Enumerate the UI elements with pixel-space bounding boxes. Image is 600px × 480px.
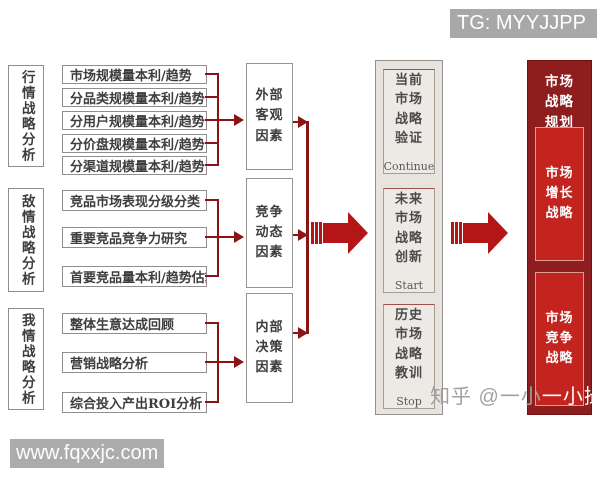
redbox-growth: 市场增长战略 xyxy=(535,127,584,261)
connector-line xyxy=(205,73,219,75)
connector-line xyxy=(205,164,219,166)
site-watermark: www.fqxxjc.com xyxy=(10,439,164,468)
group1-item: 分用户规模量本利/趋势 xyxy=(62,111,207,130)
block-arrow-icon xyxy=(311,212,368,254)
arrowhead-icon xyxy=(234,114,244,126)
arrow-stripe xyxy=(315,222,318,244)
zhihu-watermark: 知乎 @一小一小撮 xyxy=(430,380,600,409)
group3-item: 营销战略分析 xyxy=(62,352,207,373)
strategy-validation-column: 当前市场战略验证 Continue 未来市场战略创新 Start 历史市场战略教… xyxy=(375,60,443,415)
factor-label: 内部决策因素 xyxy=(255,319,284,376)
group3-item: 综合投入产出ROI分析 xyxy=(62,392,207,413)
connector-line xyxy=(293,234,300,236)
header-tag-watermark: TG: MYYJJPP xyxy=(450,9,597,38)
connector-line xyxy=(217,361,235,363)
group2-label: 敌情战略分析 xyxy=(18,193,35,287)
midbox-tag: Start xyxy=(394,278,424,292)
group3-label-box: 我情战略分析 xyxy=(8,308,44,410)
arrow-stripe xyxy=(459,222,462,244)
group3-item: 整体生意达成回顾 xyxy=(62,313,207,334)
arrow-stripe xyxy=(451,222,454,244)
connector-line xyxy=(217,199,219,277)
arrowhead-icon xyxy=(298,116,308,128)
connector-line xyxy=(205,96,219,98)
group3-label: 我情战略分析 xyxy=(18,312,35,406)
group2-label-box: 敌情战略分析 xyxy=(8,188,44,292)
arrowhead-icon xyxy=(298,229,308,241)
midbox-tag: Stop xyxy=(396,394,422,408)
zhihu-watermark-white: 一小撮 xyxy=(541,386,600,408)
block-arrow-icon xyxy=(451,212,508,254)
connector-line xyxy=(306,121,309,334)
midbox-future: 未来市场战略创新 Start xyxy=(383,188,435,293)
arrowhead-icon xyxy=(298,327,308,339)
connector-line xyxy=(217,119,235,121)
midbox-text: 当前市场战略验证 xyxy=(394,72,424,147)
connector-line xyxy=(205,361,219,363)
connector-line xyxy=(205,322,219,324)
redbox-text: 市场竞争战略 xyxy=(545,310,574,367)
arrow-body xyxy=(323,223,349,243)
redbox-competition: 市场竞争战略 xyxy=(535,272,584,406)
connector-line xyxy=(205,119,219,121)
factor-box-competition: 竞争动态因素 xyxy=(246,178,293,288)
connector-line xyxy=(217,236,235,238)
arrow-stripe xyxy=(319,222,322,244)
group2-item: 竞品市场表现分级分类 xyxy=(62,190,207,211)
group2-item: 重要竞品竞争力研究 xyxy=(62,227,207,248)
arrow-body xyxy=(463,223,489,243)
factor-box-external: 外部客观因素 xyxy=(246,63,293,170)
midbox-current: 当前市场战略验证 Continue xyxy=(383,69,435,174)
red-column-title-box: 市场战略规划 xyxy=(528,72,591,133)
group1-item: 市场规模量本利/趋势 xyxy=(62,65,207,84)
factor-label: 竞争动态因素 xyxy=(255,204,284,261)
midbox-history: 历史市场战略教训 Stop xyxy=(383,304,435,409)
connector-line xyxy=(205,199,219,201)
redbox-text: 市场增长战略 xyxy=(545,165,574,222)
group1-label-box: 行情战略分析 xyxy=(8,65,44,167)
market-strategy-column: 市场战略规划 市场增长战略 市场竞争战略 xyxy=(527,60,592,415)
red-column-title: 市场战略规划 xyxy=(544,74,575,131)
arrowhead-icon xyxy=(234,231,244,243)
connector-line xyxy=(205,401,219,403)
arrow-head xyxy=(348,212,368,254)
factor-label: 外部客观因素 xyxy=(255,88,284,144)
midbox-text: 历史市场战略教训 xyxy=(394,307,424,382)
midbox-text: 未来市场战略创新 xyxy=(394,191,424,266)
group1-label: 行情战略分析 xyxy=(18,69,35,163)
group1-item: 分价盘规模量本利/趋势 xyxy=(62,134,207,153)
arrow-stripe xyxy=(455,222,458,244)
group2-item: 首要竞品量本利/趋势估算 xyxy=(62,266,207,287)
connector-line xyxy=(205,236,219,238)
connector-line xyxy=(293,332,300,334)
midbox-tag: Continue xyxy=(383,159,435,173)
connector-line xyxy=(293,121,300,123)
group1-item: 分品类规模量本利/趋势 xyxy=(62,88,207,107)
zhihu-watermark-gray: 知乎 @一小 xyxy=(430,386,542,408)
arrowhead-icon xyxy=(234,356,244,368)
connector-line xyxy=(205,142,219,144)
group1-item: 分渠道规模量本利/趋势 xyxy=(62,156,207,175)
arrow-stripe xyxy=(311,222,314,244)
factor-box-internal: 内部决策因素 xyxy=(246,293,293,403)
arrow-head xyxy=(488,212,508,254)
connector-line xyxy=(205,275,219,277)
